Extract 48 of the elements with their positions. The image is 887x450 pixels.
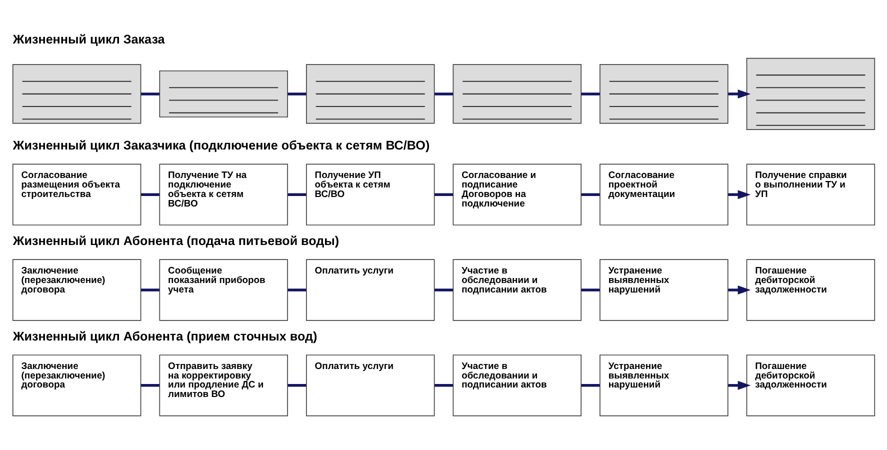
node-box: Устранение выявленных нарушений xyxy=(600,259,728,321)
node-box: Сообщение показаний приборов учета xyxy=(159,259,288,321)
arrow xyxy=(728,380,751,390)
connector xyxy=(288,384,306,387)
arrow xyxy=(728,89,751,98)
connector xyxy=(434,92,453,96)
connector xyxy=(581,384,600,387)
arrow xyxy=(728,190,751,200)
node-box: Согласование размещения объекта строительства xyxy=(12,164,142,226)
node-box: Согласование и подписание Договоров на подключение xyxy=(452,164,582,226)
node-box: Получение УП объекта к сетям ВС/ВО xyxy=(306,164,435,226)
label: Жизненный цикл Заказчика (подключение объекта к сетям ВС/ВО) xyxy=(12,138,430,153)
connector xyxy=(434,384,453,387)
node-box: Устранение выявленных нарушений xyxy=(600,354,728,416)
node-box: Оплатить услуги xyxy=(306,259,435,321)
node-box: Погашение дебиторской задолженности xyxy=(746,354,876,416)
connector xyxy=(288,288,306,292)
connector xyxy=(288,193,306,196)
node-box: Отправить заявку на корректировку или продление ДС и лимитов ВО xyxy=(159,354,288,416)
node-box xyxy=(746,58,876,130)
node-box: Заключение (перезаключение) договора xyxy=(12,259,142,321)
connector xyxy=(581,193,600,196)
label: Жизненный цикл Заказа xyxy=(12,32,165,47)
connector xyxy=(581,288,600,292)
node-box: Оплатить услуги xyxy=(306,354,435,416)
node-box xyxy=(159,70,288,118)
arrow xyxy=(728,286,751,294)
connector xyxy=(141,384,160,387)
node-box: Получение ТУ на подключение объекта к сетям ВС/ВО xyxy=(159,164,288,226)
node-box: Погашение дебиторской задолженности xyxy=(746,259,876,321)
connector xyxy=(581,92,600,96)
connector xyxy=(141,92,160,96)
connector xyxy=(288,92,306,96)
node-box: Согласование проектной документации xyxy=(600,164,728,226)
node-box xyxy=(306,64,435,124)
connector xyxy=(141,193,160,196)
connector xyxy=(141,288,160,292)
connector xyxy=(434,193,453,196)
node-box xyxy=(600,64,728,124)
node-box: Участие в обследовании и подписании актов xyxy=(452,259,582,321)
node-box: Заключение (перезаключение) договора xyxy=(12,354,142,416)
node-box: Получение справки о выполнении ТУ и УП xyxy=(746,164,876,226)
node-box xyxy=(452,64,582,124)
label: Жизненный цикл Абонента (подача питьевой воды) xyxy=(12,234,340,248)
node-box xyxy=(12,64,142,124)
label: Жизненный цикл Абонента (прием сточных вод) xyxy=(12,329,318,344)
node-box: Участие в обследовании и подписании актов xyxy=(452,354,582,416)
connector xyxy=(434,288,453,292)
